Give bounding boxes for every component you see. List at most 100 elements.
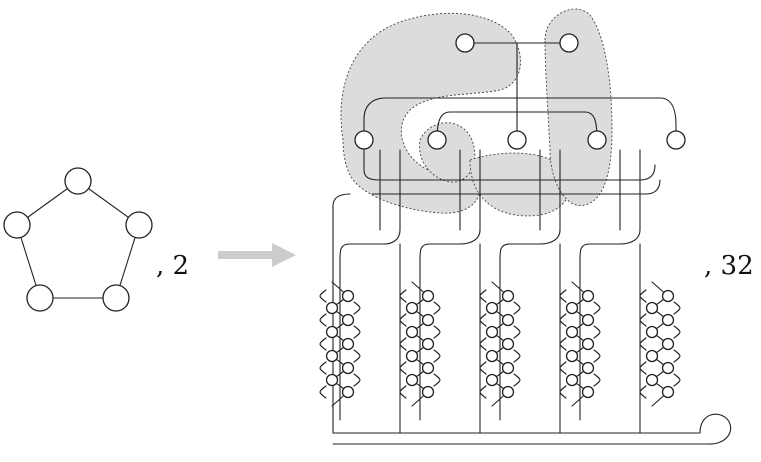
chain-node xyxy=(645,301,659,315)
chain-loop xyxy=(513,325,521,339)
level-node xyxy=(507,130,527,150)
chain-loop xyxy=(559,385,567,399)
chain-node xyxy=(341,337,355,351)
constructed-graph xyxy=(319,8,732,445)
chain-node xyxy=(485,349,499,363)
chain-loop xyxy=(353,325,361,339)
chain-node xyxy=(661,289,675,303)
chain-loop xyxy=(593,301,601,315)
chain-loop xyxy=(673,325,681,339)
chain-loop xyxy=(433,301,441,315)
chain-loop xyxy=(399,337,407,351)
chain-loop xyxy=(673,373,681,387)
pentagon-vertex xyxy=(125,211,153,239)
chain-node xyxy=(341,313,355,327)
chain-loop xyxy=(353,349,361,363)
chain-node xyxy=(485,325,499,339)
chain-loop xyxy=(673,349,681,363)
hub-node xyxy=(559,33,579,53)
chain-loop xyxy=(673,301,681,315)
chain-loop xyxy=(639,337,647,351)
chain-loop xyxy=(559,289,567,303)
chain-loop xyxy=(399,385,407,399)
chain-node xyxy=(421,361,435,375)
chain-node xyxy=(645,349,659,363)
chain-node xyxy=(565,373,579,387)
level-node xyxy=(587,130,607,150)
chain-loop xyxy=(399,289,407,303)
chain-node xyxy=(501,337,515,351)
chain-node xyxy=(565,301,579,315)
chain-node xyxy=(341,385,355,399)
node-chains xyxy=(319,281,681,407)
chain-loop xyxy=(319,337,327,351)
chain-node xyxy=(405,373,419,387)
chain-node xyxy=(501,385,515,399)
chain-loop xyxy=(639,361,647,375)
chain-node xyxy=(581,385,595,399)
chain-node xyxy=(485,373,499,387)
pentagon-vertex xyxy=(64,167,92,195)
chain-loop xyxy=(353,373,361,387)
chain-loop xyxy=(479,337,487,351)
chain-node xyxy=(581,289,595,303)
chain-loop xyxy=(559,313,567,327)
chain-node xyxy=(421,337,435,351)
chain-loop xyxy=(639,313,647,327)
pentagon-graph xyxy=(3,167,153,312)
chain-node xyxy=(325,325,339,339)
chain-loop xyxy=(479,313,487,327)
hub-nodes xyxy=(354,33,686,150)
shaded-regions xyxy=(340,8,613,217)
reduction-arrow xyxy=(218,243,296,267)
chain-node xyxy=(565,349,579,363)
chain-loop xyxy=(593,325,601,339)
chain-loop xyxy=(593,373,601,387)
chain-node xyxy=(581,313,595,327)
chain-node xyxy=(405,325,419,339)
chain-node xyxy=(581,337,595,351)
chain-loop xyxy=(399,361,407,375)
chain-loop xyxy=(319,385,327,399)
chain-loop xyxy=(319,313,327,327)
pentagon-vertex xyxy=(3,211,31,239)
track-wiring xyxy=(332,139,732,445)
chain-loop xyxy=(593,349,601,363)
hub-node xyxy=(455,33,475,53)
chain-node xyxy=(645,373,659,387)
chain-node xyxy=(341,361,355,375)
chain-loop xyxy=(559,361,567,375)
chain-loop xyxy=(353,301,361,315)
chain-node xyxy=(661,337,675,351)
chain-node xyxy=(405,349,419,363)
level-node xyxy=(666,130,686,150)
chain-node xyxy=(501,361,515,375)
chain-loop xyxy=(319,289,327,303)
chain-loop xyxy=(559,337,567,351)
chain-loop xyxy=(479,289,487,303)
chain-node xyxy=(581,361,595,375)
chain-node xyxy=(661,385,675,399)
chain-node xyxy=(325,349,339,363)
chain-loop xyxy=(639,385,647,399)
chain-node xyxy=(645,325,659,339)
shaded-region xyxy=(340,12,521,214)
chain-node xyxy=(341,289,355,303)
chain-node xyxy=(421,289,435,303)
chain-node xyxy=(485,301,499,315)
chain-loop xyxy=(513,373,521,387)
chain-loop xyxy=(433,349,441,363)
shaded-region xyxy=(544,8,613,206)
right-budget-label: , 32 xyxy=(704,251,754,281)
chain-loop xyxy=(399,313,407,327)
pentagon-vertex xyxy=(102,284,130,312)
chain-loop xyxy=(433,373,441,387)
left-budget-label: , 2 xyxy=(156,251,189,281)
chain-node xyxy=(565,325,579,339)
chain-node xyxy=(325,373,339,387)
chain-node xyxy=(661,361,675,375)
chain-loop xyxy=(639,289,647,303)
chain-loop xyxy=(479,385,487,399)
